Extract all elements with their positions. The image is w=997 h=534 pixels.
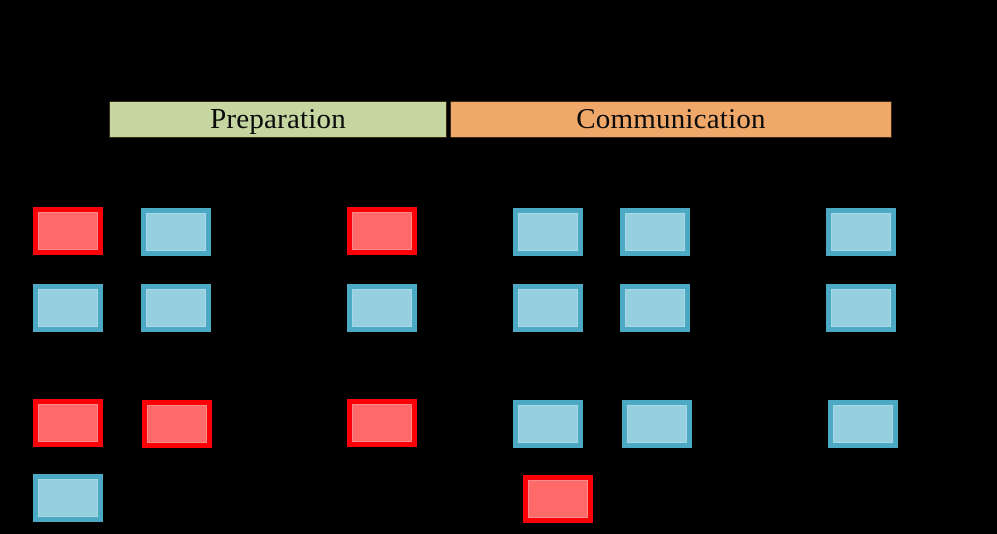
status-box-blue-r2c2[interactable] (141, 284, 211, 332)
status-box-blue-r3c6[interactable] (828, 400, 898, 448)
status-box-blue-r2c1[interactable] (33, 284, 103, 332)
status-box-red-r3c3[interactable] (347, 399, 417, 447)
phase-header-preparation[interactable]: Preparation (109, 101, 447, 138)
status-box-red-r3c2[interactable] (142, 400, 212, 448)
status-box-blue-r4c1[interactable] (33, 474, 103, 522)
status-box-blue-r1c4[interactable] (513, 208, 583, 256)
phase-header-communication-label: Communication (576, 103, 766, 135)
status-box-red-r4c4[interactable] (523, 475, 593, 523)
phase-header-preparation-label: Preparation (210, 103, 346, 135)
status-box-red-r3c1[interactable] (33, 399, 103, 447)
status-box-red-r1c3[interactable] (347, 207, 417, 255)
status-box-blue-r2c6[interactable] (826, 284, 896, 332)
status-box-blue-r1c5[interactable] (620, 208, 690, 256)
status-box-red-r1c1[interactable] (33, 207, 103, 255)
status-box-blue-r1c6[interactable] (826, 208, 896, 256)
status-box-blue-r2c5[interactable] (620, 284, 690, 332)
status-box-blue-r2c4[interactable] (513, 284, 583, 332)
phase-header-communication[interactable]: Communication (450, 101, 892, 138)
status-box-blue-r3c4[interactable] (513, 400, 583, 448)
status-box-blue-r3c5[interactable] (622, 400, 692, 448)
status-box-blue-r2c3[interactable] (347, 284, 417, 332)
status-box-blue-r1c2[interactable] (141, 208, 211, 256)
